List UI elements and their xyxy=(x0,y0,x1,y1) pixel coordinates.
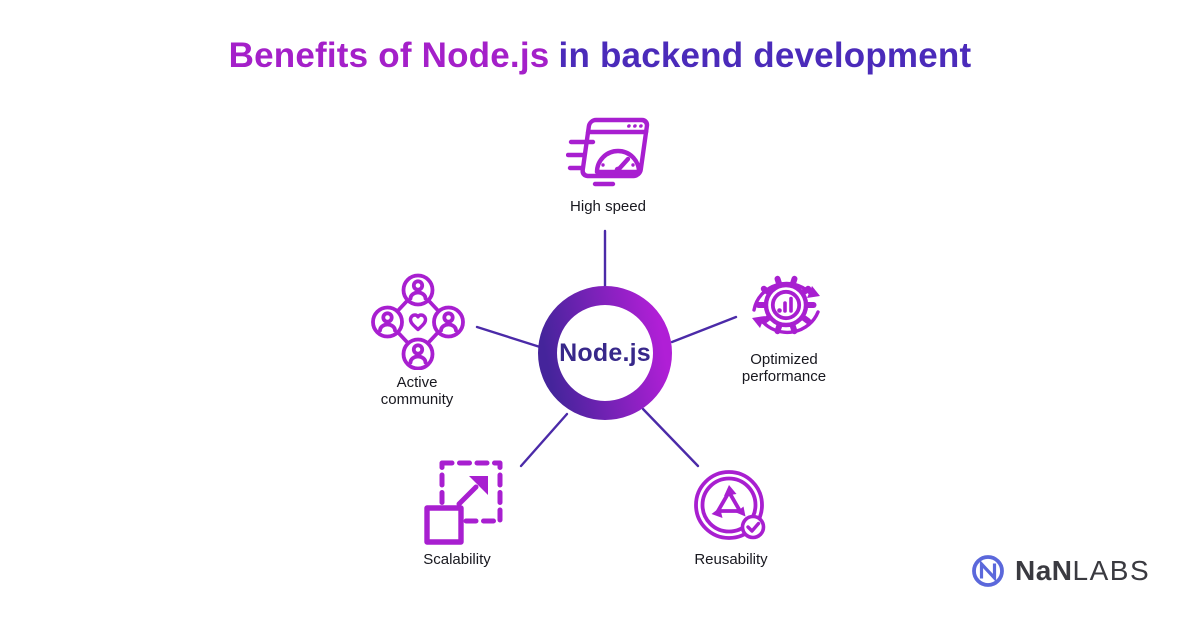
line-to-optimized-performance xyxy=(670,315,738,344)
nanlabs-logo: NaNLABS xyxy=(970,553,1150,589)
benefit-label-active-community: Active community xyxy=(380,374,454,409)
logo-text-nan: NaN xyxy=(1015,555,1073,586)
recycle-check-icon xyxy=(694,470,766,540)
benefit-label-reusability: Reusability xyxy=(694,551,768,568)
logo-wordmark: NaNLABS xyxy=(1015,555,1150,587)
line-to-scalability xyxy=(519,412,569,468)
benefit-label-scalability: Scalability xyxy=(423,551,491,568)
benefit-label-optimized-performance: Optimized performance xyxy=(741,351,827,386)
people-heart-icon xyxy=(371,273,465,370)
line-to-active-community xyxy=(475,325,542,349)
title-part-backend: in backend development xyxy=(558,36,972,75)
title-part-nodejs: Benefits of Node.js xyxy=(228,36,550,75)
gear-bar-chart-icon xyxy=(752,275,820,335)
logo-text-labs: LABS xyxy=(1072,555,1151,586)
expand-squares-icon xyxy=(424,460,503,545)
benefit-label-high-speed: High speed xyxy=(570,198,646,215)
nodejs-ring xyxy=(538,286,672,420)
n-circle-logo-icon xyxy=(972,555,1004,587)
nodejs-center-label: Node.js xyxy=(559,338,651,367)
line-to-reusability xyxy=(641,407,700,468)
speedometer-browser-icon xyxy=(566,117,650,187)
